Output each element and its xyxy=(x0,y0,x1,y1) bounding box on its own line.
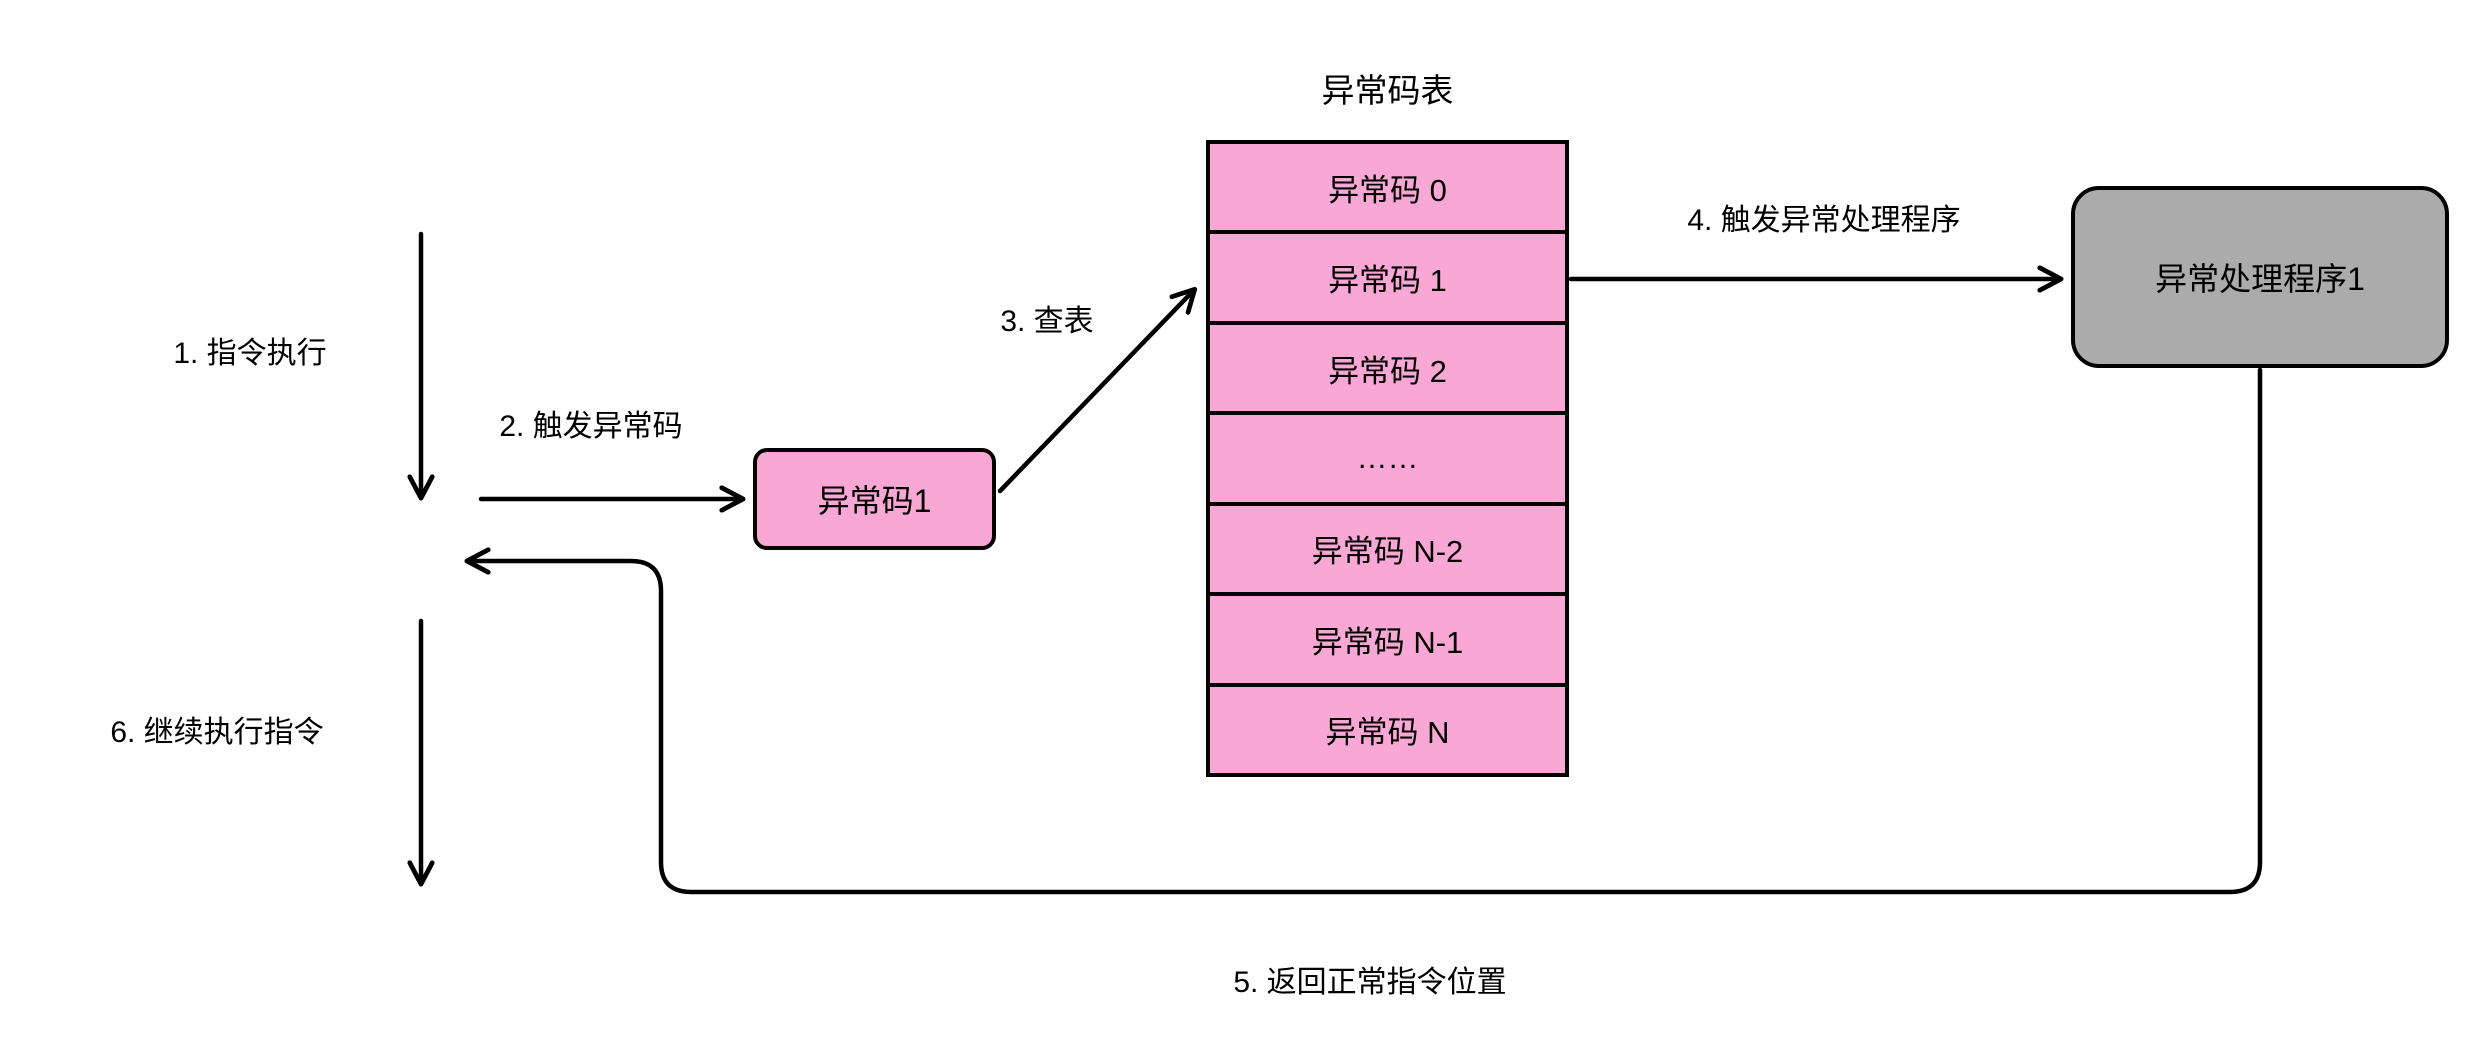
step2-label: 2. 触发异常码 xyxy=(499,410,683,443)
table-row-exception-code-2: 异常码 2 xyxy=(1210,320,1565,411)
table-row-exception-code-1: 异常码 1 xyxy=(1210,230,1565,320)
exception-handler-1-box: 异常处理程序1 xyxy=(2071,186,2449,368)
step3-label: 3. 查表 xyxy=(1000,305,1094,338)
table-row-exception-code-n-2: 异常码 N-2 xyxy=(1210,501,1565,592)
step4-label: 4. 触发异常处理程序 xyxy=(1687,204,1961,237)
table-row-exception-code-0: 异常码 0 xyxy=(1328,172,1447,208)
table-row-exception-code-n-1: 异常码 N-1 xyxy=(1210,592,1565,682)
step6-label: 6. 继续执行指令 xyxy=(110,716,324,749)
step1-label: 1. 指令执行 xyxy=(173,337,327,370)
exception-code-table: 异常码 0 异常码 1 异常码 2 …… 异常码 N-2 异常码 N-1 异常码… xyxy=(1206,140,1569,777)
step5-label: 5. 返回正常指令位置 xyxy=(1233,966,1507,999)
exception-table-title: 异常码表 xyxy=(1321,72,1454,109)
table-row-ellipsis: …… xyxy=(1210,411,1565,501)
exception-code-1-box: 异常码1 xyxy=(753,448,996,550)
arrow-step3-table-lookup xyxy=(997,290,1194,494)
table-row-exception-code-n: 异常码 N xyxy=(1210,682,1565,773)
arrow-step5-return-path xyxy=(468,367,2263,895)
